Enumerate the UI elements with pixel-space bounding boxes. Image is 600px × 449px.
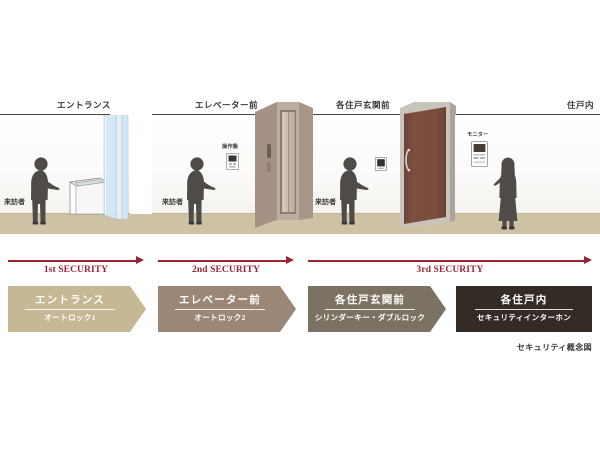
entrance-glass-door-icon: [99, 115, 129, 220]
banner-subtitle: セキュリティインターホン: [476, 313, 572, 323]
door-intercom-icon: [375, 157, 387, 171]
banner-subtitle: シリンダーキー・ダブルロック: [314, 313, 426, 323]
floor-entrance: [0, 213, 130, 233]
elevator-door-icon: [255, 102, 313, 228]
security-banner-row: エントランス オートロック1 エレベーター前 オートロック2 各住戸玄関前 シリ…: [0, 286, 600, 332]
device-label-monitor: モニター: [467, 132, 489, 138]
security-banner-dwelling-front: 各住戸玄関前 シリンダーキー・ダブルロック: [308, 286, 446, 332]
security-arrow-3: [308, 256, 592, 265]
person-visitor-elevator: [184, 155, 216, 233]
person-visitor-entrance: [28, 155, 60, 233]
person-label-visitor-entrance: 来訪者: [4, 198, 25, 206]
ceiling-line-elevator: [152, 114, 259, 115]
zone-label-dwelling-inside: 住戸内: [567, 100, 595, 110]
panel-dwelling-front: 来訪者: [313, 115, 408, 233]
banner-title: 各住戸内: [500, 294, 548, 306]
security-arrow-label-3: 3rd SECURITY: [416, 265, 484, 275]
person-visitor-dwelling: [337, 155, 369, 233]
floor-baseline: [0, 233, 600, 234]
banner-title: 各住戸玄関前: [334, 294, 406, 306]
arrow-shaft: [158, 260, 287, 262]
arrow-shaft: [308, 260, 585, 262]
ceiling-line-entrance: [0, 114, 110, 115]
scene-strip: エントランス エレベーター前 各住戸玄関前 住戸内: [0, 100, 600, 248]
banner-title: エントランス: [35, 294, 105, 306]
banner-divider: [25, 309, 114, 310]
unit-entrance-door-icon: [400, 102, 456, 232]
banner-divider: [325, 309, 414, 310]
device-label-operation-panel: 操作盤: [222, 144, 239, 150]
security-arrow-2: [158, 256, 294, 265]
floor-dwelling-front: [313, 213, 408, 233]
person-label-visitor-elevator: 来訪者: [162, 198, 183, 206]
arrow-shaft: [8, 260, 137, 262]
panel-elevator-front: 操作盤 来訪者: [152, 115, 262, 233]
zone-label-elevator-front: エレベーター前: [195, 100, 259, 110]
banner-title: エレベーター前: [179, 294, 261, 306]
banner-divider: [175, 309, 264, 310]
person-resident: [491, 155, 518, 233]
security-banner-dwelling-inside: 各住戸内 セキュリティインターホン: [456, 286, 592, 332]
zone-label-dwelling-front: 各住戸玄関前: [336, 100, 391, 110]
security-arrow-label-2: 2nd SECURITY: [192, 265, 260, 275]
floor-elevator-front: [152, 213, 262, 233]
arrow-head-icon: [286, 256, 294, 264]
security-banner-elevator: エレベーター前 オートロック2: [158, 286, 296, 332]
panel-entrance: 来訪者: [0, 115, 130, 233]
arrow-head-icon: [136, 256, 144, 264]
security-arrow-label-1: 1st SECURITY: [43, 265, 109, 275]
zone-label-entrance: エントランス: [57, 100, 111, 110]
floor-dwelling-inside: [455, 213, 600, 233]
banner-divider: [475, 309, 573, 311]
security-arrow-1: [8, 256, 144, 265]
person-label-visitor-dwelling: 来訪者: [315, 198, 336, 206]
ceiling-line-dwelling-inside: [455, 114, 600, 115]
panel-dwelling-inside: モニター: [455, 115, 600, 233]
banner-subtitle: オートロック1: [44, 313, 96, 323]
security-banner-entrance: エントランス オートロック1: [8, 286, 146, 332]
banner-subtitle: オートロック2: [194, 313, 246, 323]
interphone-monitor-icon: [471, 141, 488, 167]
ceiling-line-dwelling-front: [313, 114, 401, 115]
arrow-head-icon: [584, 256, 592, 264]
security-arrow-row: 1st SECURITY 2nd SECURITY 3rd SECURITY: [0, 252, 600, 280]
elevator-operation-panel-icon: [226, 153, 239, 170]
diagram-caption: セキュリティ概念図: [516, 343, 592, 352]
